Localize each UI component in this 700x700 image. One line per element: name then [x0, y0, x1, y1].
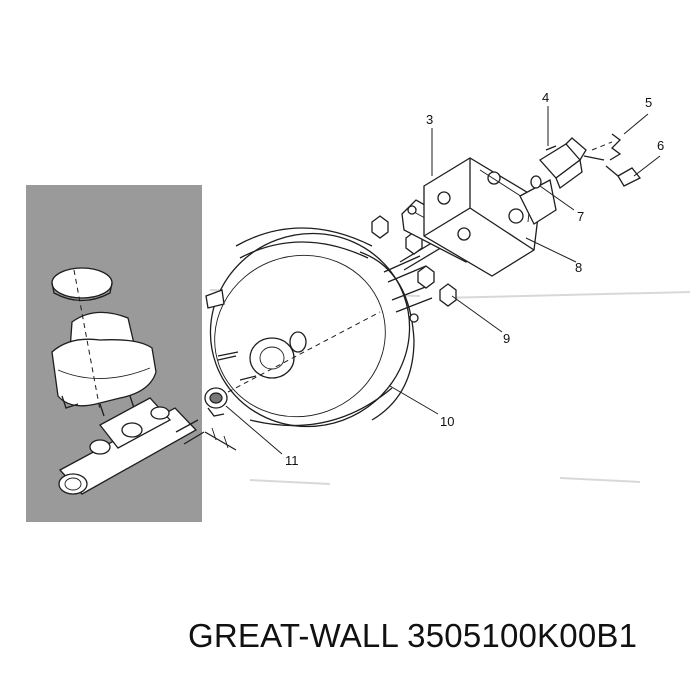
callout-4: 4 [542, 90, 549, 105]
callout-5: 5 [645, 95, 652, 110]
part-11-grommet [204, 387, 237, 451]
callout-7: 7 [577, 209, 584, 224]
part-4-switch [538, 137, 605, 190]
part-9-nuts [371, 215, 457, 307]
callout-9: 9 [503, 331, 510, 346]
part-3-spacer-block [423, 157, 557, 277]
part-6-connector [605, 165, 642, 187]
callout-8: 8 [575, 260, 582, 275]
master-cylinder [51, 267, 205, 495]
callout-11: 11 [285, 453, 299, 468]
part-number-caption: GREAT-WALL 3505100K00B1 [188, 617, 638, 654]
part-10-brake-booster [205, 227, 455, 428]
leader-lines [225, 106, 661, 455]
part-7-o-ring [530, 175, 542, 189]
part-5-clip [591, 133, 622, 161]
callout-10: 10 [440, 414, 454, 429]
callout-6: 6 [657, 138, 664, 153]
callout-3: 3 [426, 112, 433, 127]
